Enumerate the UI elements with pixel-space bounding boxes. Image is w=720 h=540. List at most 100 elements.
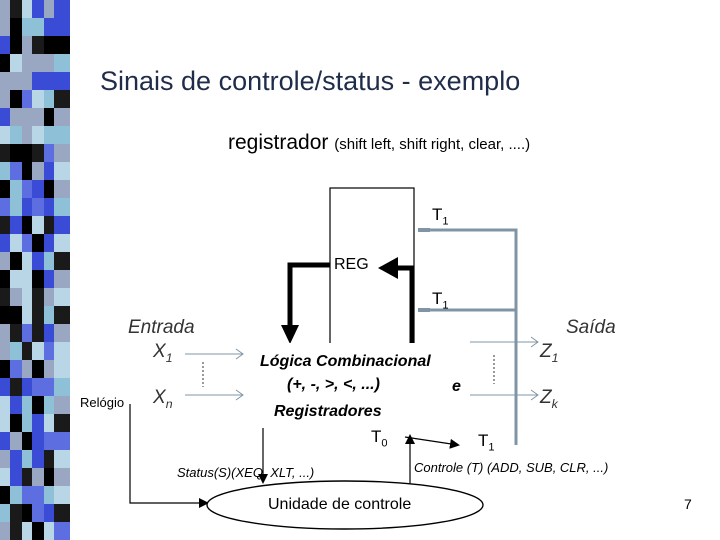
stripe-block xyxy=(32,0,44,18)
t0-label: T0 xyxy=(371,427,388,450)
controle-label: Controle (T) (ADD, SUB, CLR, ...) xyxy=(414,460,609,475)
stripe-block xyxy=(44,18,54,36)
stripe-block xyxy=(0,342,10,360)
slide-title: Sinais de controle/status - exemplo xyxy=(100,66,521,96)
stripe-block xyxy=(44,198,54,216)
stripe-block xyxy=(0,72,10,90)
stripe-block xyxy=(10,360,22,378)
stripe-block xyxy=(44,468,54,486)
stripe-block xyxy=(44,288,54,306)
stripe-block xyxy=(0,234,10,252)
unidade-controle-label: Unidade de controle xyxy=(268,496,412,513)
stripe-block xyxy=(22,504,32,522)
stripe-block xyxy=(10,396,22,414)
stripe-block xyxy=(54,342,70,360)
stripe-block xyxy=(44,72,54,90)
stripe-block xyxy=(22,450,32,468)
slide-subtitle: registrador (shift left, shift right, cl… xyxy=(228,132,530,153)
page-number: 7 xyxy=(684,496,692,512)
stripe-block xyxy=(44,252,54,270)
stripe-block xyxy=(44,486,54,504)
stripe-block xyxy=(22,432,32,450)
stripe-block xyxy=(22,252,32,270)
stripe-block xyxy=(22,468,32,486)
t1-top-label: T1 xyxy=(432,205,449,228)
stripe-block xyxy=(22,306,32,324)
stripe-block xyxy=(44,108,54,126)
stripe-block xyxy=(54,144,70,162)
stripe-block xyxy=(0,414,10,432)
stripe-block xyxy=(0,54,10,72)
stripe-block xyxy=(44,306,54,324)
stripe-block xyxy=(10,432,22,450)
stripe-block xyxy=(22,324,32,342)
status-label: Status(S)(XEQ, XLT, ...) xyxy=(177,465,315,480)
stripe-block xyxy=(10,522,22,540)
stripe-block xyxy=(32,486,44,504)
stripe-block xyxy=(10,414,22,432)
stripe-block xyxy=(32,252,44,270)
stripe-block xyxy=(54,0,70,18)
stripe-block xyxy=(32,144,44,162)
xn-label: Xn xyxy=(153,387,173,411)
stripe-block xyxy=(32,72,44,90)
stripe-block xyxy=(32,522,44,540)
stripe-block xyxy=(54,486,70,504)
stripe-block xyxy=(54,306,70,324)
stripe-block xyxy=(44,324,54,342)
stripe-block xyxy=(10,198,22,216)
comb-line2: (+, -, >, <, ...) xyxy=(287,376,380,393)
stripe-block xyxy=(32,36,44,54)
stripe-block xyxy=(32,378,44,396)
stripe-block xyxy=(10,108,22,126)
comb-e: e xyxy=(452,378,461,395)
stripe-block xyxy=(10,234,22,252)
stripe-block xyxy=(32,90,44,108)
stripe-block xyxy=(32,468,44,486)
x1-label: X1 xyxy=(153,341,173,365)
output-arrows xyxy=(470,336,539,401)
stripe-block xyxy=(22,180,32,198)
comb-line3: Registradores xyxy=(274,403,382,420)
stripe-block xyxy=(0,126,10,144)
stripe-block xyxy=(0,450,10,468)
stripe-block xyxy=(10,504,22,522)
stripe-block xyxy=(32,162,44,180)
stripe-block xyxy=(0,432,10,450)
stripe-block xyxy=(0,522,10,540)
combinational-logic-box xyxy=(245,343,470,428)
stripe-block xyxy=(54,36,70,54)
stripe-block xyxy=(10,450,22,468)
stripe-block xyxy=(54,468,70,486)
decorative-stripe xyxy=(0,0,70,540)
stripe-block xyxy=(32,234,44,252)
stripe-block xyxy=(54,252,70,270)
stripe-block xyxy=(54,378,70,396)
stripe-block xyxy=(54,180,70,198)
stripe-block xyxy=(10,144,22,162)
stripe-block xyxy=(0,504,10,522)
control-wires xyxy=(418,228,518,445)
stripe-block xyxy=(22,234,32,252)
t1-mid-label: T1 xyxy=(432,289,449,312)
stripe-block xyxy=(0,90,10,108)
stripe-block xyxy=(44,36,54,54)
stripe-block xyxy=(0,198,10,216)
stripe-block xyxy=(22,216,32,234)
stripe-block xyxy=(32,198,44,216)
stripe-block xyxy=(32,396,44,414)
z1-label: Z1 xyxy=(540,341,559,365)
stripe-block xyxy=(10,54,22,72)
stripe-block xyxy=(0,468,10,486)
stripe-block xyxy=(54,216,70,234)
stripe-block xyxy=(32,216,44,234)
stripe-block xyxy=(44,270,54,288)
stripe-block xyxy=(22,162,32,180)
stripe-block xyxy=(32,180,44,198)
stripe-block xyxy=(10,18,22,36)
stripe-block xyxy=(32,108,44,126)
stripe-block xyxy=(44,54,54,72)
stripe-block xyxy=(22,108,32,126)
reg-output-arrow xyxy=(281,262,330,344)
subtitle-main: registrador xyxy=(228,131,329,154)
